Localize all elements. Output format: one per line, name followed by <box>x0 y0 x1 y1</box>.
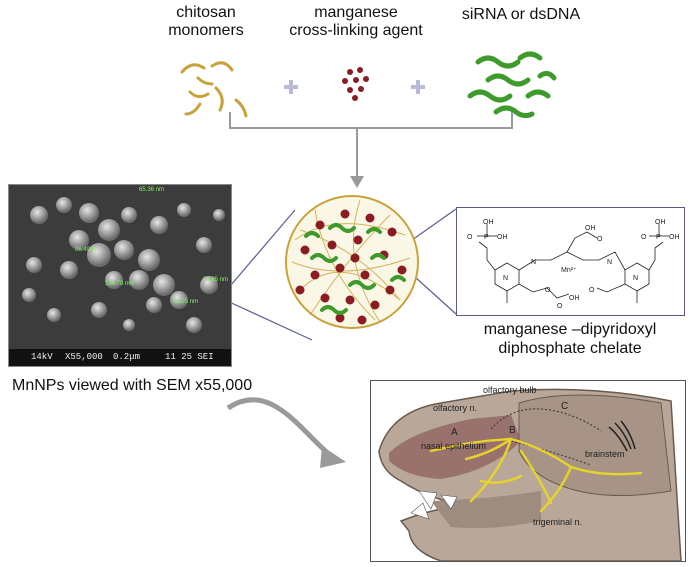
sem-magnification: X55,000 <box>65 352 103 362</box>
chem-o-3: O <box>597 236 603 243</box>
sem-measure-5: 25.25 nm <box>173 299 199 305</box>
plus-icon-1 <box>284 80 298 94</box>
chem-p-2: P <box>656 234 661 241</box>
sem-measure-4: 93.85 nm <box>203 277 229 283</box>
label-a: A <box>451 427 458 438</box>
sem-scale: 0.2μm <box>113 352 141 362</box>
label-brainstem: brainstem <box>585 449 625 459</box>
chem-oh-5: OH <box>585 225 596 232</box>
chem-oh-1: OH <box>483 219 494 226</box>
sem-caption: MnNPs viewed with SEM x55,000 <box>12 377 253 394</box>
sem-particles <box>9 185 231 349</box>
chem-o-6: O <box>557 303 563 310</box>
chem-n-3: N <box>503 275 508 282</box>
dna-cluster-icon <box>467 51 557 119</box>
manganese-dots-icon <box>342 67 369 101</box>
chem-o-4: O <box>545 287 551 294</box>
sem-image: 65.36 nm 96.49 nm 104.70 nm 93.85 nm 25.… <box>8 184 232 367</box>
sem-measure-3: 104.70 nm <box>105 281 134 287</box>
combine-connector <box>229 112 513 176</box>
curved-arrow <box>226 397 332 457</box>
chem-oh-4: OH <box>669 234 680 241</box>
chem-oh-6: OH <box>569 295 580 302</box>
curved-arrow-head-icon <box>320 446 346 468</box>
chem-o-5: O <box>589 287 595 294</box>
chem-oh-3: OH <box>655 219 666 226</box>
sem-code: 11 25 SEI <box>165 352 214 362</box>
chelate-structure: OH O P OH OH O P OH OH O N N Mn²⁺ N N O … <box>456 207 685 316</box>
plus-icon-2 <box>411 80 425 94</box>
sem-kv: 14kV <box>31 352 53 362</box>
sem-zoom-lines <box>224 209 313 341</box>
label-olfactory-bulb: olfactory bulb <box>483 385 537 395</box>
label-trigeminal: trigeminal n. <box>533 517 583 527</box>
sem-measure-2: 96.49 nm <box>75 247 101 253</box>
nanoparticle-icon <box>285 195 419 329</box>
label-b: B <box>509 425 516 436</box>
chem-n-4: N <box>633 275 638 282</box>
mouse-head-diagram: olfactory bulb olfactory n. A B C nasal … <box>370 380 686 562</box>
chem-o-1: O <box>467 234 473 241</box>
chem-n-1: N <box>531 259 536 266</box>
chelate-caption: manganese –dipyridoxyl diphosphate chela… <box>483 321 657 357</box>
chem-n-2: N <box>607 259 612 266</box>
chem-mn: Mn²⁺ <box>561 267 577 274</box>
chitosan-label: chitosan monomers <box>168 4 244 39</box>
sem-info-bar: 14kV X55,000 0.2μm 11 25 SEI <box>9 349 231 366</box>
label-c: C <box>561 401 569 412</box>
chitosan-monomers-icon <box>180 61 248 118</box>
chem-oh-2: OH <box>497 234 508 241</box>
manganese-label: manganese cross-linking agent <box>289 4 423 39</box>
down-arrow-icon <box>350 176 364 188</box>
chelate-molecule-icon: OH O P OH OH O P OH OH O N N Mn²⁺ N N O … <box>467 219 680 310</box>
sem-measure-1: 65.36 nm <box>139 187 165 193</box>
mouse-head-icon <box>378 388 682 561</box>
label-olfactory-n: olfactory n. <box>433 403 478 413</box>
sirna-label: siRNA or dsDNA <box>461 6 581 23</box>
chem-p-1: P <box>484 234 489 241</box>
chem-o-2: O <box>641 234 647 241</box>
label-nasal-epithelium: nasal epithelium <box>421 441 487 451</box>
